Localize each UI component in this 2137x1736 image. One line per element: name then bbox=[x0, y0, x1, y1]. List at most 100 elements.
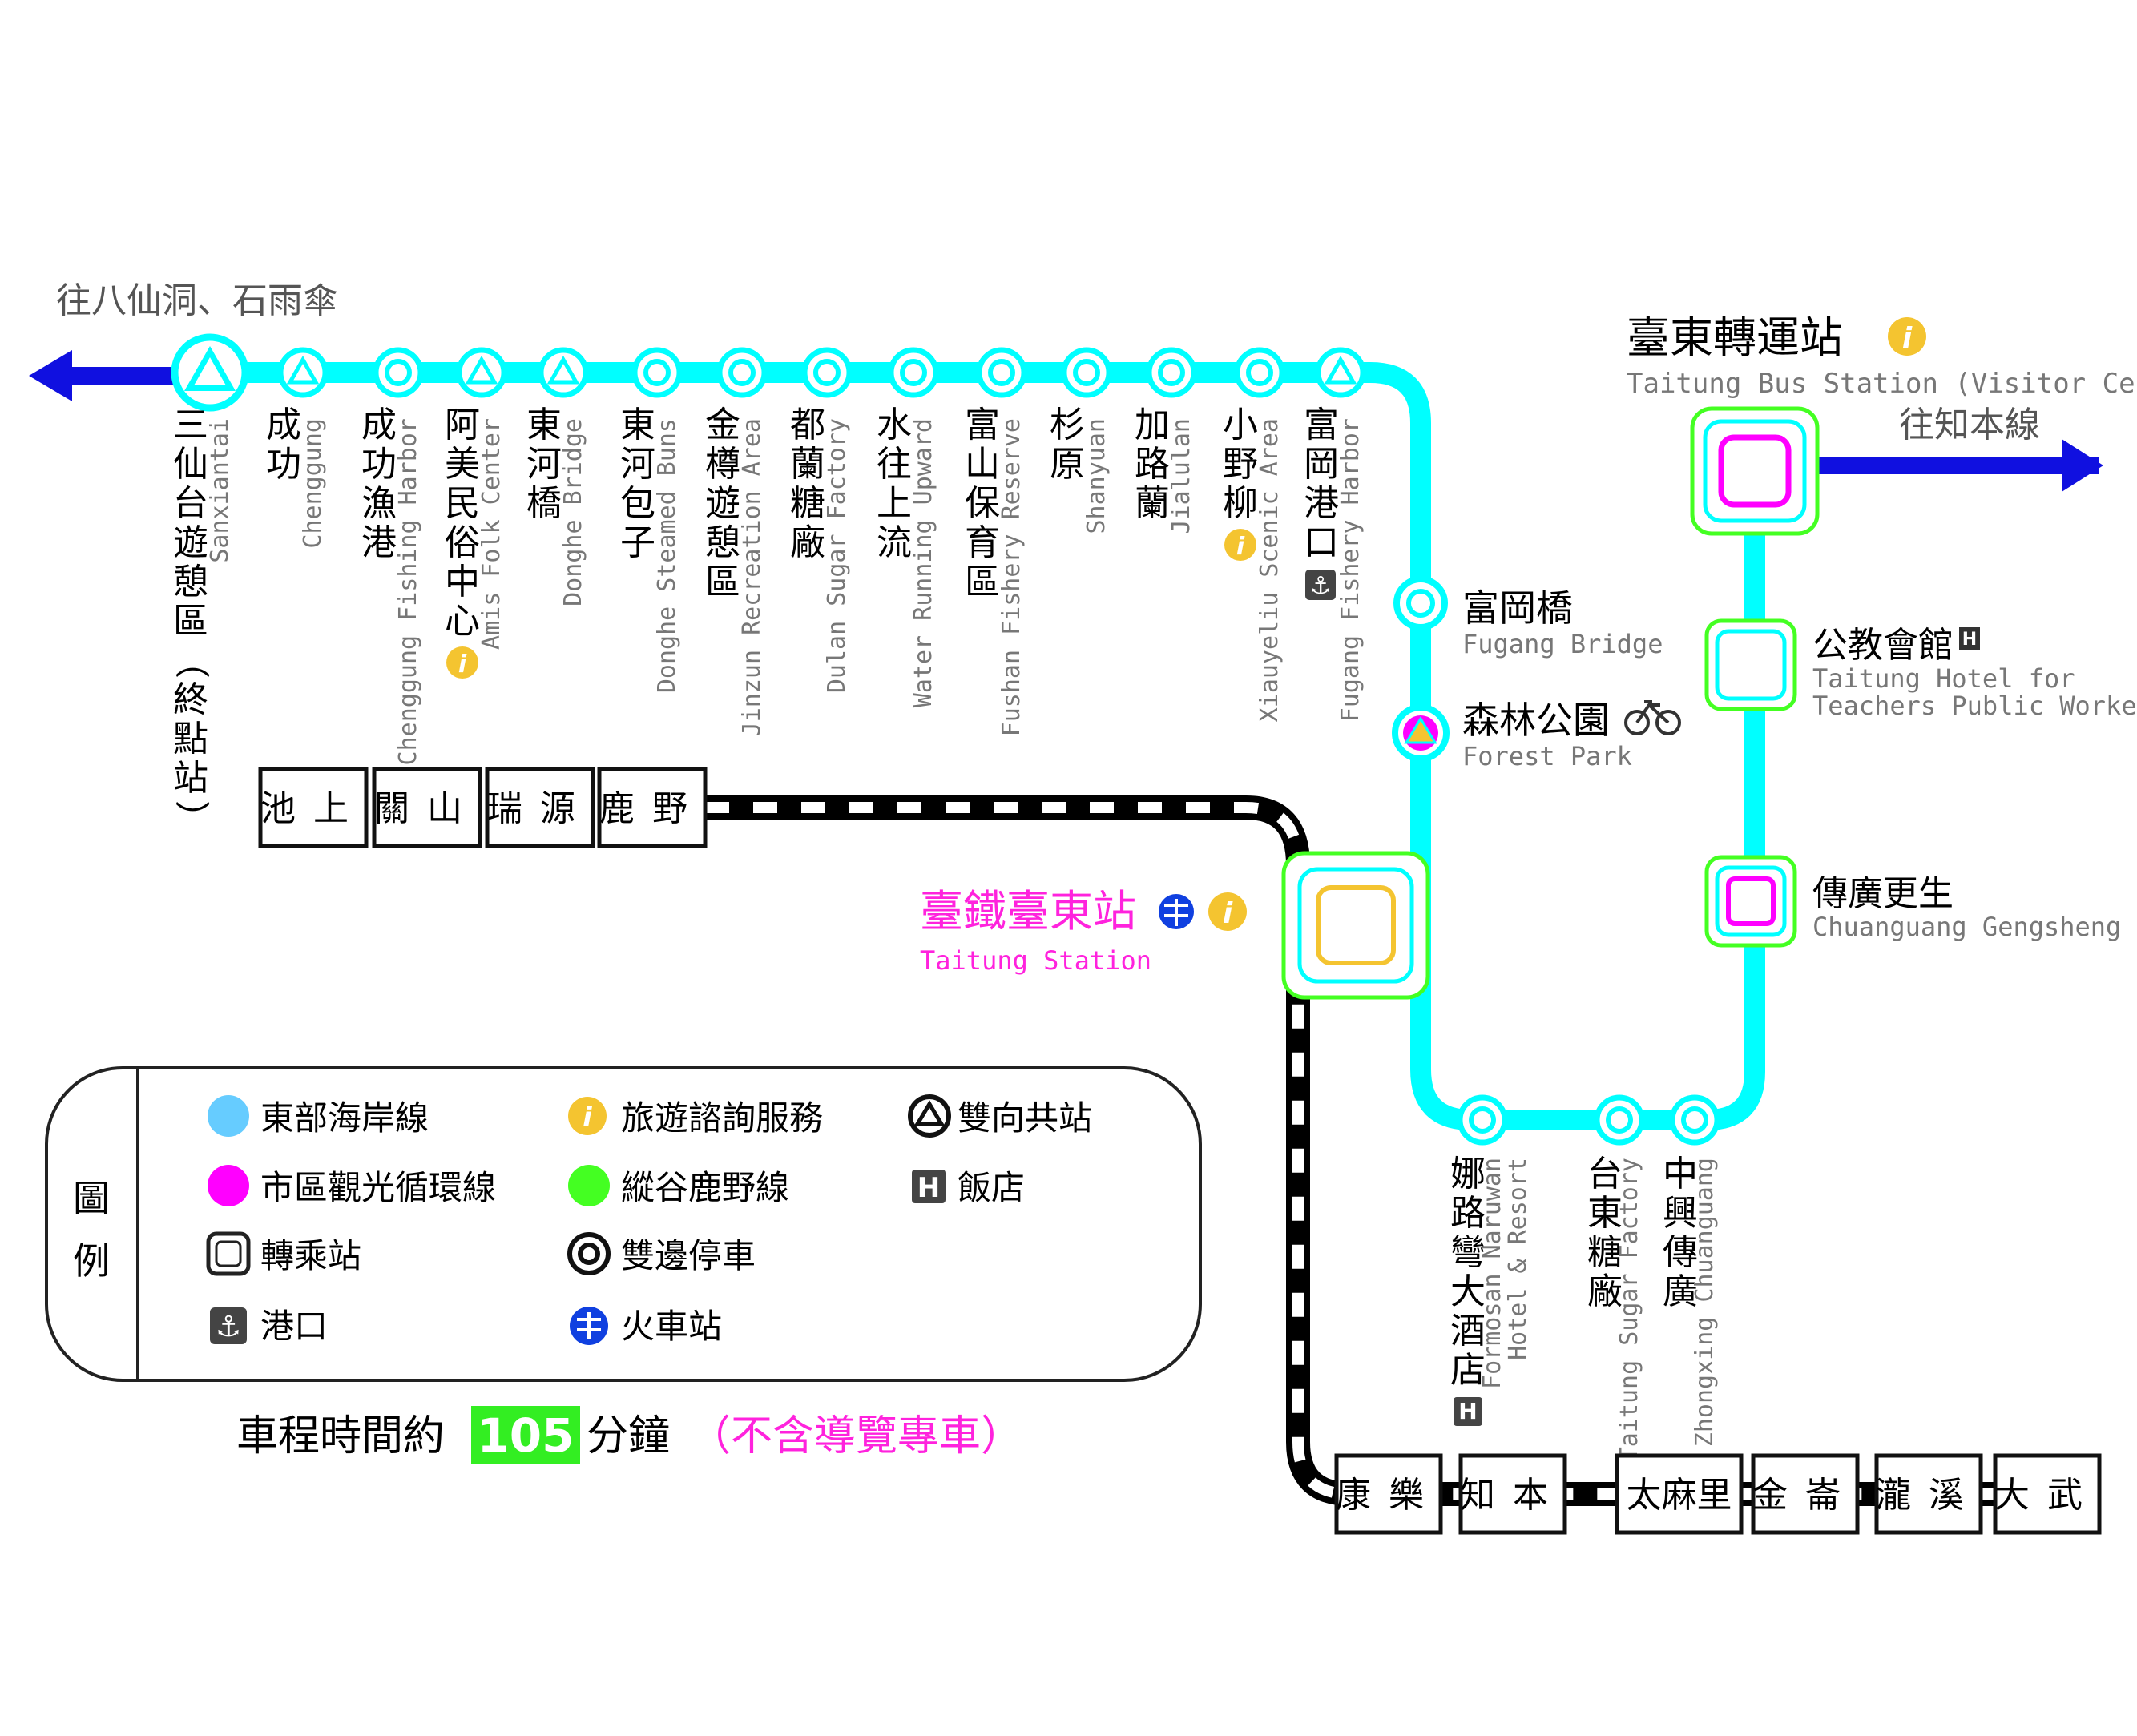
rail-station-name: 關山 bbox=[374, 788, 480, 829]
rail-station-box[interactable]: 太麻里 bbox=[1615, 1453, 1744, 1535]
station-xiauyeliu-scenic-area[interactable] bbox=[1234, 347, 1285, 398]
rail-station-box[interactable]: 瑞源 bbox=[485, 767, 595, 848]
station-name-char: 杉 bbox=[1050, 405, 1085, 445]
station-fushan-fishery-reserve[interactable] bbox=[976, 347, 1027, 398]
rail-station-box[interactable]: 康樂 bbox=[1334, 1453, 1443, 1535]
svg-text:i: i bbox=[583, 1102, 593, 1134]
station-name-en: Xiauyeliu Scenic Area bbox=[1256, 418, 1284, 722]
station-name-char: 富 bbox=[1304, 405, 1339, 445]
rail-station-name: 瀧溪 bbox=[1876, 1475, 1982, 1516]
rail-station-box[interactable]: 知本 bbox=[1458, 1453, 1567, 1535]
station-donghe-bridge[interactable] bbox=[538, 347, 589, 398]
station-name-en: Taitung Sugar Factory bbox=[1615, 1158, 1643, 1461]
station-name-char: 上 bbox=[877, 483, 912, 524]
rail-station-box[interactable]: 瀧溪 bbox=[1874, 1453, 1983, 1535]
station-name-char: 功 bbox=[361, 444, 397, 485]
station-name-char: 台 bbox=[1587, 1154, 1623, 1194]
legend: 圖 例 東部海岸線 市區觀光循環線 轉乘站 ⚓ 港口 i 旅遊諮詢服務 縱谷鹿野… bbox=[45, 1066, 1202, 1382]
station-jinzun-recreation-area[interactable] bbox=[716, 347, 768, 398]
rail-station-box[interactable]: 關山 bbox=[372, 767, 482, 848]
station-name-en: Formosan Naruwan bbox=[1478, 1158, 1506, 1389]
legend-valley: 縱谷鹿野線 bbox=[621, 1168, 789, 1207]
station-name-char: ） bbox=[171, 800, 212, 836]
info-icon: i bbox=[568, 1097, 607, 1135]
transfer-box-bus-station[interactable] bbox=[1690, 406, 1820, 536]
anchor-icon: ⚓ bbox=[1305, 570, 1336, 600]
station-dulan-sugar-factory[interactable] bbox=[801, 347, 853, 398]
legend-shared: 雙向共站 bbox=[958, 1098, 1092, 1138]
station-amis-folk-center[interactable] bbox=[456, 347, 507, 398]
anchor-icon: ⚓ bbox=[210, 1307, 247, 1344]
station-donghe-steamed-buns[interactable] bbox=[631, 347, 683, 398]
legend-city-loop: 市區觀光循環線 bbox=[260, 1168, 496, 1207]
legend-info: 旅遊諮詢服務 bbox=[621, 1098, 823, 1138]
station-name-char: 憩 bbox=[705, 522, 740, 563]
station-name-char: 娜 bbox=[1450, 1154, 1486, 1194]
bus-station-zh: 臺東轉運站 bbox=[1627, 312, 1843, 363]
station-name-char: 中 bbox=[445, 562, 480, 602]
station-name-char: 終 bbox=[173, 679, 208, 720]
station-name-char: 樽 bbox=[705, 444, 740, 485]
rail-stations-north: 池上關山瑞源鹿野 bbox=[258, 767, 708, 848]
station-name-char: 糖 bbox=[1587, 1232, 1623, 1273]
transfer-box-taitung-station[interactable] bbox=[1281, 851, 1430, 1000]
station-name-en: Shanyuan bbox=[1083, 418, 1111, 534]
station-name-en: Fugang Fishery Harbor bbox=[1337, 418, 1365, 722]
station-name-char: 憩 bbox=[173, 562, 208, 602]
legend-title-1: 圖 bbox=[73, 1177, 110, 1220]
station-name-char: 橋 bbox=[526, 483, 562, 524]
station-shanyuan[interactable] bbox=[1061, 347, 1112, 398]
rail-station-name: 大武 bbox=[1994, 1475, 2100, 1516]
train-station-icon bbox=[1159, 894, 1194, 929]
station-name-char: 山 bbox=[965, 444, 1000, 485]
rail-station-box[interactable]: 鹿野 bbox=[597, 767, 708, 848]
station-name-en: Donghe Bridge bbox=[559, 418, 587, 606]
rail-station-box[interactable]: 大武 bbox=[1993, 1453, 2102, 1535]
hotel-icon: H bbox=[1959, 627, 1980, 650]
station-fugang-bridge[interactable]: 富岡橋 Fugang Bridge bbox=[1393, 576, 1663, 659]
station-name-char: 遊 bbox=[705, 483, 740, 524]
station-fugang-fishery-harbor[interactable] bbox=[1315, 347, 1366, 398]
station-name-char: 岡 bbox=[1304, 444, 1339, 485]
rail-station-box[interactable]: 金崙 bbox=[1751, 1453, 1860, 1535]
teachers-hotel-zh: 公教會館 bbox=[1812, 625, 1954, 666]
station-chenggung[interactable] bbox=[277, 347, 329, 398]
svg-text:⚓: ⚓ bbox=[216, 1311, 241, 1343]
svg-text:⚓: ⚓ bbox=[1310, 572, 1332, 600]
station-name-en: Amis Folk Center bbox=[478, 418, 506, 650]
station-name-char: 都 bbox=[790, 405, 825, 445]
station-water-running-upward[interactable] bbox=[888, 347, 939, 398]
direction-east-label: 往知本線 bbox=[1899, 405, 2040, 445]
svg-text:H: H bbox=[917, 1172, 940, 1204]
station-name-char: 阿 bbox=[445, 405, 480, 445]
station-chuanguang[interactable] bbox=[1704, 855, 1797, 948]
station-teachers-hotel[interactable] bbox=[1704, 618, 1797, 711]
rail-station-box[interactable]: 池上 bbox=[258, 767, 369, 848]
station-name-char: 仙 bbox=[173, 444, 208, 485]
station-name-char: 蘭 bbox=[790, 444, 825, 485]
info-icon: i bbox=[1224, 529, 1256, 561]
station-name-en: Fushan Fishery Reserve bbox=[998, 418, 1026, 736]
station-name-char: 水 bbox=[877, 405, 912, 445]
legend-transfer: 轉乘站 bbox=[260, 1236, 361, 1275]
station-jialulan[interactable] bbox=[1146, 347, 1197, 398]
station-name-char: 酒 bbox=[1450, 1311, 1486, 1351]
station-name-char: 廠 bbox=[790, 522, 825, 563]
station-sanxiantai[interactable] bbox=[171, 333, 249, 412]
station-forest-park[interactable]: 森林公園 Forest Park bbox=[1392, 699, 1681, 771]
station-name-char: 東 bbox=[620, 405, 655, 445]
station-chenggung-fishing-harbor[interactable] bbox=[373, 347, 424, 398]
travel-time-minutes: 105 bbox=[477, 1408, 574, 1463]
station-name-char: 路 bbox=[1135, 444, 1170, 485]
